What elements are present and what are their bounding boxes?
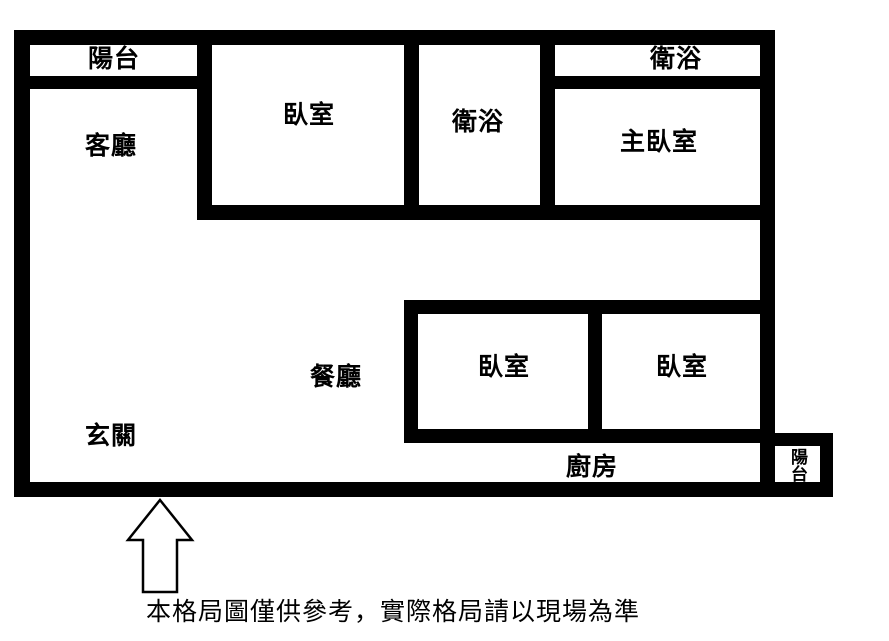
room-label-master-bedroom: 主臥室 — [620, 128, 699, 156]
disclaimer-text: 本格局圖僅供參考，實際格局請以現場為準 — [146, 598, 641, 626]
room-label-living-room: 客廳 — [85, 132, 138, 160]
wall-bathroom-top-right-bottom — [540, 76, 775, 89]
room-label-bathroom-middle: 衛浴 — [452, 108, 505, 136]
wall-outer-bottom — [14, 482, 833, 497]
room-label-balcony-top-left: 陽台 — [88, 45, 141, 73]
room-label-bathroom-top-right: 衛浴 — [650, 45, 703, 73]
room-label-entryway: 玄關 — [85, 422, 138, 450]
room-label-kitchen: 廚房 — [566, 453, 619, 481]
wall-outer-left — [14, 30, 30, 497]
room-label-bedroom-bottom-right: 臥室 — [656, 353, 709, 381]
room-label-bedroom-bottom-left: 臥室 — [478, 353, 531, 381]
wall-outer-top — [14, 30, 775, 45]
wall-bottom-bedrooms-left — [404, 300, 418, 443]
wall-balcony-bottom-right-top — [775, 433, 833, 446]
wall-outer-right — [760, 30, 775, 497]
wall-balcony-bottom-right-right — [820, 433, 833, 497]
wall-bedroom-top-left — [197, 30, 212, 220]
room-label-balcony-bottom-right: 陽台 — [788, 448, 807, 482]
wall-balcony-top-left-bottom — [14, 76, 204, 89]
entrance-arrow-icon — [125, 498, 195, 594]
wall-bottom-bedrooms-divider — [588, 300, 602, 443]
wall-top-row-bottom — [197, 205, 775, 220]
wall-bedroom-bathroom-divider — [404, 30, 419, 220]
room-label-dining-room: 餐廳 — [310, 363, 363, 391]
room-label-bedroom-top: 臥室 — [283, 101, 336, 129]
wall-bathroom-master-divider — [540, 30, 555, 220]
wall-bottom-bedrooms-bottom — [404, 429, 775, 443]
